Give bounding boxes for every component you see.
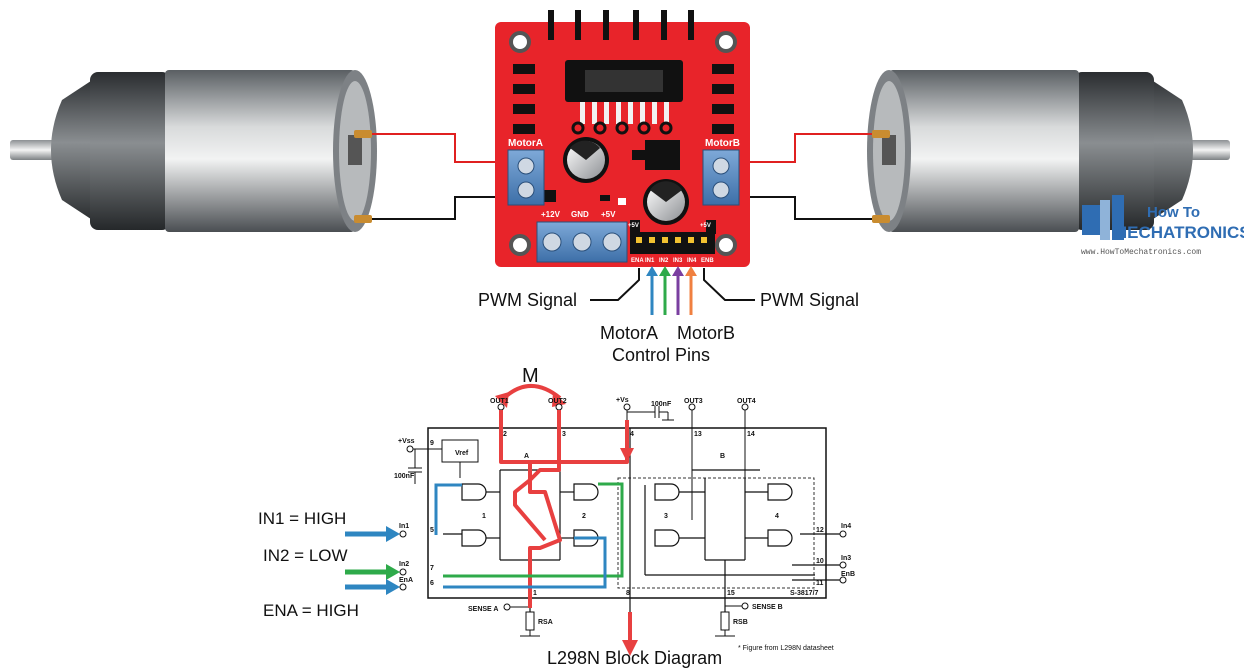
sense-a-label: SENSE A: [468, 606, 498, 613]
pwm-signal-right-label: PWM Signal: [760, 290, 859, 310]
pin-4-label: 4: [630, 431, 634, 438]
rsb-label: RSB: [733, 619, 748, 626]
out3-label: OUT3: [684, 398, 703, 405]
ena-pin-label: EnA: [399, 577, 413, 584]
pin-label-in3: IN3: [673, 258, 683, 264]
gate-2-label: 2: [582, 513, 586, 520]
logo-url: www.HowToMechatronics.com: [1081, 248, 1201, 257]
pin-label-in4: IN4: [687, 258, 697, 264]
gate-3-label: 3: [664, 513, 668, 520]
header-5v-left-label: +5V: [628, 223, 639, 229]
vref-label: Vref: [455, 450, 469, 457]
pin-label-in2: IN2: [659, 258, 669, 264]
howtomechatronics-logo: How To MECHATRONICS www.HowToMechatronic…: [1081, 195, 1244, 257]
pin-5-label: 5: [430, 527, 434, 534]
out2-label: OUT2: [548, 398, 567, 405]
control-pin-arrows: [590, 266, 755, 315]
in3-pin-label: In3: [841, 555, 851, 562]
logo-line2: MECHATRONICS: [1113, 223, 1244, 242]
datasheet-footnote: * Figure from L298N datasheet: [738, 645, 834, 652]
motor-b-control-label: MotorB: [677, 323, 735, 343]
bridge-a-label: A: [524, 453, 529, 460]
pin-9-label: 9: [430, 440, 434, 447]
l298n-board: MotorA MotorB +12V GND +5V +5V +5V ENA I…: [495, 10, 750, 267]
in2-state-label: IN2 = LOW: [263, 546, 348, 565]
pin-10-label: 10: [816, 558, 824, 565]
motor-b-label: MotorB: [705, 138, 740, 149]
in1-pin-label: In1: [399, 523, 409, 530]
pin-2-label: 2: [503, 431, 507, 438]
enb-pin-label: EnB: [841, 571, 855, 578]
motor-b-image: [867, 70, 1230, 232]
motor-wires: [372, 133, 872, 220]
pin-15-label: 15: [727, 590, 735, 597]
pin-7-label: 7: [430, 565, 434, 572]
pin-13-label: 13: [694, 431, 702, 438]
gate-1-label: 1: [482, 513, 486, 520]
pin-label-ena: ENA: [631, 258, 644, 264]
ic-ref-label: S-3817/7: [790, 590, 819, 597]
sense-b-label: SENSE B: [752, 604, 783, 611]
in1-state-label: IN1 = HIGH: [258, 509, 346, 528]
pin-8-label: 8: [626, 590, 630, 597]
bridge-b-label: B: [720, 453, 725, 460]
motor-a-label: MotorA: [508, 138, 543, 149]
motor-a-control-label: MotorA: [600, 323, 658, 343]
ena-state-label: ENA = HIGH: [263, 601, 359, 620]
pin-12-label: 12: [816, 527, 824, 534]
control-pins-label: Control Pins: [612, 345, 710, 365]
out1-label: OUT1: [490, 398, 509, 405]
power-5v-label: +5V: [601, 210, 616, 219]
pin-label-in1: IN1: [645, 258, 655, 264]
out4-label: OUT4: [737, 398, 756, 405]
vss-label: +Vss: [398, 438, 415, 445]
gate-4-label: 4: [775, 513, 779, 520]
pin-1-label: 1: [533, 590, 537, 597]
in2-pin-label: In2: [399, 561, 409, 568]
block-diagram: M OUT1 OUT2 OUT3 OUT4 +Vs 100nF: [258, 365, 855, 668]
in4-pin-label: In4: [841, 523, 851, 530]
pwm-signal-left-label: PWM Signal: [478, 290, 577, 310]
pin-6-label: 6: [430, 580, 434, 587]
pin-3-label: 3: [562, 431, 566, 438]
logo-line1: How To: [1147, 204, 1200, 221]
cap-vss-label: 100nF: [394, 473, 415, 480]
cap-vs-label: 100nF: [651, 401, 672, 408]
rsa-label: RSA: [538, 619, 553, 626]
pin-14-label: 14: [747, 431, 755, 438]
vs-label: +Vs: [616, 397, 629, 404]
pin-11-label: 11: [816, 580, 824, 587]
power-12v-label: +12V: [541, 210, 561, 219]
motor-a-image: [10, 70, 377, 232]
pin-label-enb: ENB: [701, 258, 714, 264]
m-label: M: [522, 365, 539, 387]
block-diagram-caption: L298N Block Diagram: [547, 648, 722, 668]
power-gnd-label: GND: [571, 210, 589, 219]
header-5v-right-label: +5V: [700, 223, 711, 229]
